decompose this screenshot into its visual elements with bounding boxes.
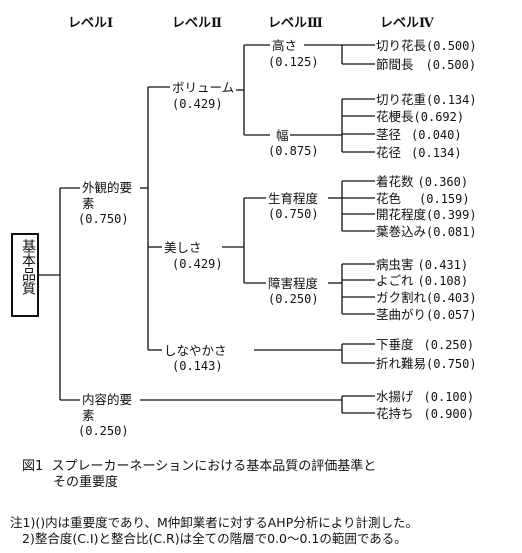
l4-label-8: 開花程度 xyxy=(376,207,427,222)
l3-label-3: 障害程度 xyxy=(268,276,319,291)
l4-item-11: よごれ(0.108) xyxy=(376,273,468,288)
l4-item-12: ガク割れ(0.403) xyxy=(376,290,477,305)
l4-weight-17: (0.900) xyxy=(423,407,475,421)
l4-weight-12: (0.403) xyxy=(426,291,477,305)
l4-weight-7: (0.159) xyxy=(419,192,470,206)
l4-weight-13: (0.057) xyxy=(426,308,477,322)
l3-weight-2: (0.750) xyxy=(268,207,319,221)
l4-item-3: 花梗長(0.692) xyxy=(376,109,464,124)
level-header-1: レベルⅠ xyxy=(68,16,114,31)
l4-item-13: 茎曲がり(0.057) xyxy=(376,307,477,322)
l1-node-1: 内容的要素 (0.250) xyxy=(78,392,138,438)
l4-label-12: ガク割れ xyxy=(376,290,427,305)
l4-weight-4: (0.040) xyxy=(411,128,462,142)
l4-weight-0: (0.500) xyxy=(426,39,477,53)
l4-label-0: 切り花長 xyxy=(376,38,427,53)
l4-weight-6: (0.360) xyxy=(417,175,469,189)
l4-weight-3: (0.692) xyxy=(413,110,465,124)
l4-weight-11: (0.108) xyxy=(417,274,469,288)
l1-weight-1: (0.250) xyxy=(78,424,129,438)
l4-weight-9: (0.081) xyxy=(426,225,477,239)
figure-caption-line1: スプレーカーネーションにおける基本品質の評価基準と xyxy=(51,459,377,474)
l4-item-10: 病虫害(0.431) xyxy=(376,257,468,272)
l1-weight-0: (0.750) xyxy=(78,212,129,226)
l4-item-5: 花径 (0.134) xyxy=(376,145,462,160)
l4-item-2: 切り花重(0.134) xyxy=(376,92,477,107)
l3-weight-1: (0.875) xyxy=(268,144,319,158)
l4-label-15: 折れ難易 xyxy=(376,356,427,371)
l2-label-0: ボリューム xyxy=(172,80,235,95)
l4-label-14: 下垂度 xyxy=(376,337,414,352)
l4-item-7: 花色 (0.159) xyxy=(376,191,470,206)
l1-label-0: 外観的要素 xyxy=(82,180,133,211)
figure-number: 図1 xyxy=(22,459,44,474)
l2-weight-0: (0.429) xyxy=(172,97,223,111)
l2-label-1: 美しさ xyxy=(164,240,202,255)
figure-caption: 図1 スプレーカーネーションにおける基本品質の評価基準と xyxy=(22,455,376,474)
l4-item-17: 花持ち (0.900) xyxy=(376,406,474,421)
l4-item-9: 葉巻込み(0.081) xyxy=(376,224,477,239)
l4-label-4: 茎径 xyxy=(376,127,402,142)
l3-weight-0: (0.125) xyxy=(268,55,319,69)
l4-weight-1: (0.500) xyxy=(425,58,477,72)
l4-item-15: 折れ難易(0.750) xyxy=(376,356,477,371)
l3-weight-3: (0.250) xyxy=(268,292,319,306)
l2-label-2: しなやかさ xyxy=(164,343,227,358)
figure-caption-line2: その重要度 xyxy=(53,475,119,490)
l4-item-14: 下垂度 (0.250) xyxy=(376,337,474,352)
l4-label-17: 花持ち xyxy=(376,406,414,421)
l4-weight-14: (0.250) xyxy=(423,338,475,352)
note-2: 2)整合度(C.I)と整合比(C.R)は全ての階層で0.0～0.1の範囲である。 xyxy=(22,531,407,546)
l1-node-0: 外観的要素 (0.750) xyxy=(78,180,138,226)
l2-weight-2: (0.143) xyxy=(172,359,223,373)
l2-weight-1: (0.429) xyxy=(172,257,223,271)
l4-label-2: 切り花重 xyxy=(376,92,427,107)
root-node: 基本品質 xyxy=(11,233,39,317)
l4-item-8: 開花程度(0.399) xyxy=(376,207,477,222)
l3-label-2: 生育程度 xyxy=(268,191,319,206)
l4-item-0: 切り花長(0.500) xyxy=(376,38,477,53)
l4-label-5: 花径 xyxy=(376,145,402,160)
root-label: 基本品質 xyxy=(20,239,36,295)
l4-label-10: 病虫害 xyxy=(376,257,414,272)
l4-label-1: 節間長 xyxy=(376,57,414,72)
l4-label-9: 葉巻込み xyxy=(376,224,427,239)
l4-label-6: 着花数 xyxy=(376,174,414,189)
level-header-2: レベルⅡ xyxy=(172,16,222,31)
l4-weight-10: (0.431) xyxy=(417,258,469,272)
l4-weight-16: (0.100) xyxy=(423,390,475,404)
l4-weight-15: (0.750) xyxy=(426,357,477,371)
l4-weight-2: (0.134) xyxy=(426,93,477,107)
l4-label-11: よごれ xyxy=(376,273,414,288)
l4-label-7: 花色 xyxy=(376,191,402,206)
l3-label-0: 高さ xyxy=(272,38,298,53)
level-header-4: レベルⅣ xyxy=(380,16,434,31)
l4-label-3: 花梗長 xyxy=(376,109,414,124)
l4-label-13: 茎曲がり xyxy=(376,307,427,322)
l4-item-4: 茎径 (0.040) xyxy=(376,127,462,142)
l4-weight-8: (0.399) xyxy=(426,208,477,222)
l1-label-1: 内容的要素 xyxy=(82,392,133,423)
l4-weight-5: (0.134) xyxy=(411,146,462,160)
l3-label-1: 幅 xyxy=(276,128,289,143)
l4-item-16: 水揚げ (0.100) xyxy=(376,389,474,404)
l4-label-16: 水揚げ xyxy=(376,389,414,404)
note-1: 注1)()内は重要度であり、M仲卸業者に対するAHP分析により計測した。 xyxy=(10,515,418,530)
l4-item-6: 着花数(0.360) xyxy=(376,174,468,189)
l4-item-1: 節間長 (0.500) xyxy=(376,57,476,72)
level-header-3: レベルⅢ xyxy=(268,16,323,31)
